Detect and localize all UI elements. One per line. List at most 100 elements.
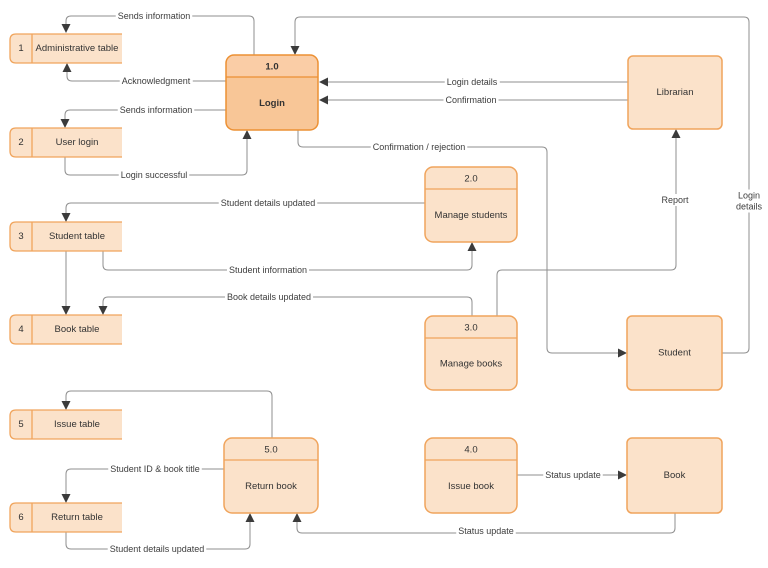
process-number: 3.0 xyxy=(464,323,477,334)
datastore-shape[interactable] xyxy=(9,409,122,440)
datastore-label: Issue table xyxy=(54,419,100,430)
edge-label-text: Sends information xyxy=(120,105,193,115)
process-header xyxy=(224,438,318,460)
process-number: 1.0 xyxy=(265,62,278,73)
edge-student-details-updated-top[interactable] xyxy=(61,202,425,222)
edge-report[interactable] xyxy=(496,129,681,316)
datastore-label: User login xyxy=(56,137,99,148)
edge-label-confirmation-rejection: Confirmation / rejection xyxy=(370,141,468,153)
edge-label-background xyxy=(543,469,603,481)
edge-label-text: Student details updated xyxy=(221,198,316,208)
edge-label-report: Report xyxy=(659,194,692,206)
process-number: 5.0 xyxy=(264,445,277,456)
entity-label: Student xyxy=(658,348,691,359)
entity-shape[interactable] xyxy=(626,315,723,391)
edge-label-background xyxy=(224,291,314,303)
datastore-number: 3 xyxy=(18,231,23,242)
edge-label-text: Student details updated xyxy=(110,544,205,554)
process-header xyxy=(425,316,517,338)
edge-return-book-to-issue-table[interactable] xyxy=(61,390,273,438)
edge-line-confirmation-rejection[interactable] xyxy=(297,130,627,358)
edge-label-text: Confirmation / rejection xyxy=(373,142,466,152)
entity-librarian[interactable]: Librarian xyxy=(627,55,723,130)
edge-line-report[interactable] xyxy=(496,129,681,316)
edge-label-student-details-updated-top: Student details updated xyxy=(218,197,318,209)
edge-label-text: Login successful xyxy=(121,170,188,180)
process-header xyxy=(425,167,517,189)
edge-line-sends-information-user-login[interactable] xyxy=(60,109,226,128)
edge-sends-information-user-login[interactable] xyxy=(60,109,226,128)
process-label: Issue book xyxy=(448,481,494,492)
datastore-label: Administrative table xyxy=(36,43,119,54)
edge-line-return-book-to-issue-table[interactable] xyxy=(61,390,273,438)
edge-line-login-details-student[interactable] xyxy=(290,16,750,354)
entity-book[interactable]: Book xyxy=(626,437,723,514)
edge-line-acknowledgment[interactable] xyxy=(62,63,226,82)
datastore-administrative-table[interactable]: 1 Administrative table xyxy=(9,33,122,64)
edge-line-student-details-updated-top[interactable] xyxy=(61,202,425,222)
process-header xyxy=(226,55,318,77)
edge-label-background xyxy=(118,169,190,181)
entity-label: Librarian xyxy=(657,87,694,98)
edge-label-book-details-updated: Book details updated xyxy=(224,291,314,303)
edge-label-sends-information-admin: Sends information xyxy=(115,10,193,22)
edge-label-background xyxy=(659,194,692,206)
edge-label-text: Book details updated xyxy=(227,292,311,302)
process-outline xyxy=(424,315,518,391)
edge-label-background xyxy=(456,525,516,537)
datastore-shape[interactable] xyxy=(9,33,122,64)
edge-student-id-book-title[interactable] xyxy=(61,468,224,503)
process-number: 4.0 xyxy=(464,445,477,456)
edge-label-background xyxy=(119,75,193,87)
process-outline xyxy=(225,54,319,131)
edge-line-student-id-book-title[interactable] xyxy=(61,468,224,503)
datastore-shape[interactable] xyxy=(9,502,122,533)
process-label: Manage books xyxy=(440,359,503,370)
edge-label-student-information: Student information xyxy=(226,264,310,276)
entity-student[interactable]: Student xyxy=(626,315,723,391)
datastore-number: 1 xyxy=(18,43,23,54)
entity-label: Book xyxy=(664,470,686,481)
edge-label-login-details-librarian: Login details xyxy=(444,76,500,88)
edge-label-background xyxy=(443,94,499,106)
edge-label-text: Status update xyxy=(458,526,514,536)
process-outline xyxy=(424,437,518,514)
datastore-label: Return table xyxy=(51,512,103,523)
edge-label-text: Login details xyxy=(447,77,498,87)
edge-label-student-id-book-title: Student ID & book title xyxy=(108,463,202,475)
edge-login-details-student[interactable] xyxy=(290,16,750,354)
edge-label-background xyxy=(444,76,500,88)
datastore-shape[interactable] xyxy=(9,127,122,158)
edge-label-text: Sends information xyxy=(118,11,191,21)
edge-label-text: Status update xyxy=(545,470,601,480)
edge-acknowledgment[interactable] xyxy=(62,63,226,82)
edge-label-status-update-return-book: Status update xyxy=(456,525,516,537)
edge-confirmation-rejection[interactable] xyxy=(297,130,627,358)
edge-label-acknowledgment: Acknowledgment xyxy=(119,75,193,87)
edge-label-background xyxy=(115,10,193,22)
datastore-shape[interactable] xyxy=(9,221,122,252)
datastore-shape[interactable] xyxy=(9,314,122,345)
edge-label-login-successful: Login successful xyxy=(118,169,190,181)
edge-label-student-details-updated-bottom: Student details updated xyxy=(107,543,207,555)
entity-shape[interactable] xyxy=(626,437,723,514)
edge-label-confirmation: Confirmation xyxy=(443,94,499,106)
entity-shape[interactable] xyxy=(627,55,723,130)
edge-label-background xyxy=(117,104,195,116)
edge-label-text: Student information xyxy=(229,265,307,275)
edge-label-text: Confirmation xyxy=(445,95,496,105)
